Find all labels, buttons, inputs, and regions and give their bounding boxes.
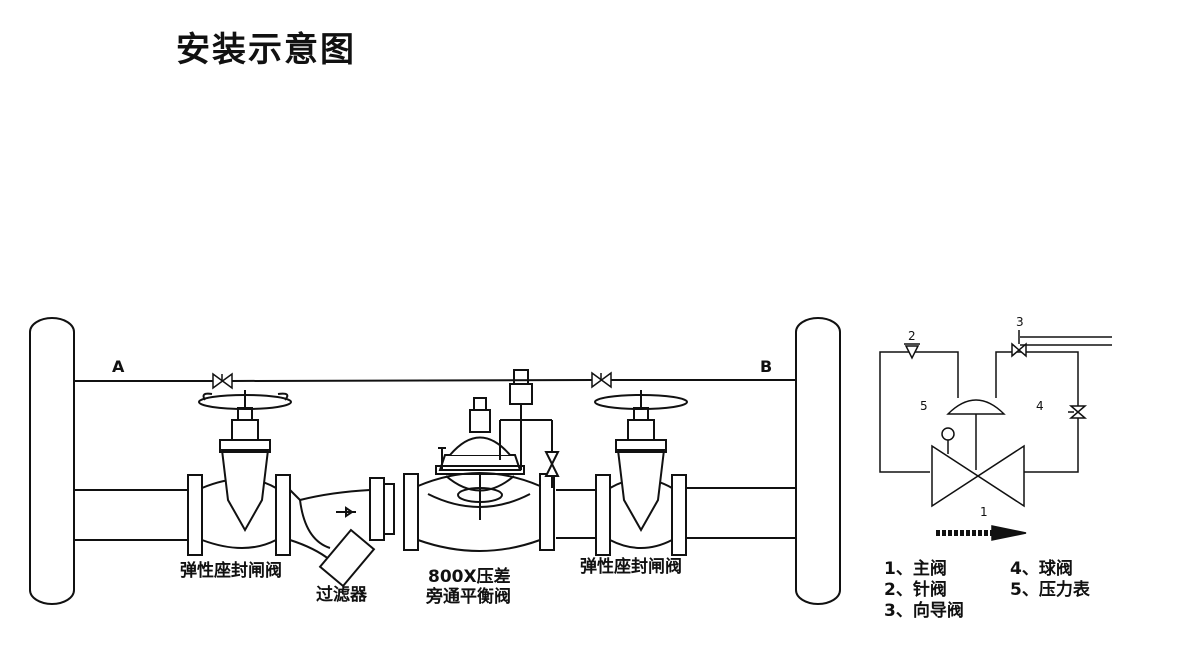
page-title: 安装示意图	[176, 30, 356, 70]
legend-item-4: 4、球阀	[1010, 558, 1073, 579]
point-b-label: B	[760, 357, 772, 376]
schematic-num-5: 5	[920, 399, 928, 413]
schematic-num-1: 1	[980, 505, 988, 519]
main-valve-label-1: 800X压差	[428, 566, 511, 587]
pilot-valve	[499, 369, 560, 488]
schematic	[879, 330, 1112, 541]
schematic-num-2: 2	[908, 329, 916, 343]
gate-valve-right-label: 弹性座封闸阀	[580, 556, 682, 577]
gate-valve-left-label: 弹性座封闸阀	[180, 560, 282, 581]
legend-item-3: 3、向导阀	[884, 600, 964, 621]
legend-item-5: 5、压力表	[1010, 579, 1091, 600]
legend-item-2: 2、针阀	[884, 579, 947, 600]
main-valve-label-2: 旁通平衡阀	[425, 586, 511, 607]
right-tank	[795, 317, 841, 605]
right-gate-valve	[594, 390, 688, 556]
schematic-num-3: 3	[1016, 315, 1024, 329]
schematic-num-4: 4	[1036, 399, 1044, 413]
left-tank	[29, 317, 75, 605]
legend-item-1: 1、主阀	[884, 558, 947, 579]
bypass-line	[74, 379, 796, 382]
filter-label: 过滤器	[316, 584, 368, 605]
main-valve-800x	[403, 397, 555, 552]
left-gate-valve	[187, 390, 292, 556]
top-line-valve-left	[212, 372, 233, 390]
point-a-label: A	[112, 357, 125, 376]
top-line-valve-right	[591, 371, 612, 389]
filter	[289, 477, 395, 588]
main-pipe	[74, 487, 796, 541]
